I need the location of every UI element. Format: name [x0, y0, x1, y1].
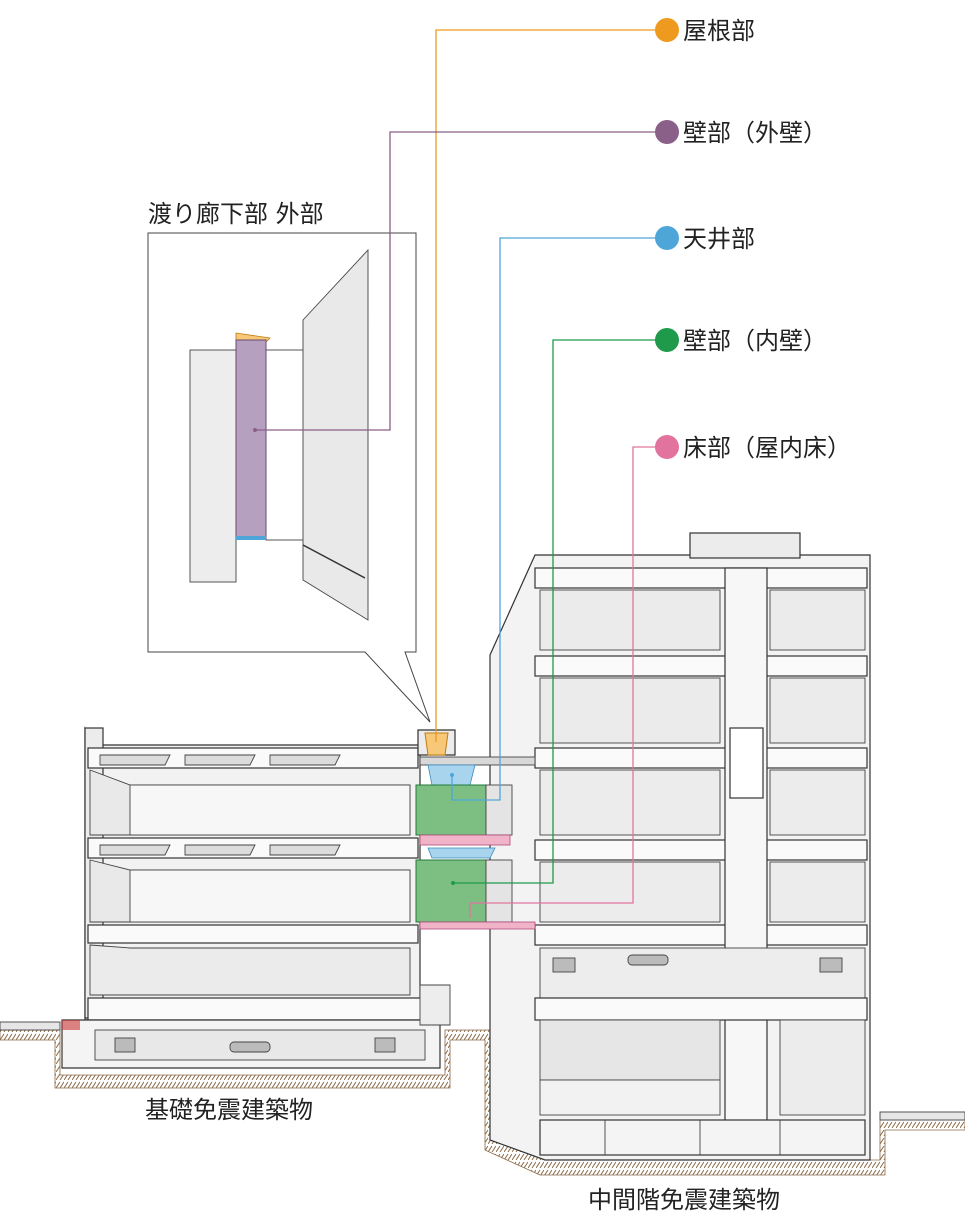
isolator-bearings [114, 1037, 396, 1053]
roof-part [424, 732, 449, 756]
mid-isolator-bearings [552, 954, 843, 973]
legend-dot-wall-inner [655, 328, 679, 352]
base-isolated-building [61, 726, 451, 1069]
legend-label-wall-outer: 壁部（外壁） [683, 119, 827, 147]
inset-outer-wall-part [235, 339, 267, 539]
legend: 屋根部 壁部（外壁） 天井部 壁部（内壁） 床部（屋内床） [655, 17, 851, 462]
leader-lines [253, 29, 667, 918]
legend-dot-wall-outer [655, 120, 679, 144]
legend-label-floor: 床部（屋内床） [683, 434, 851, 462]
inner-wall-part-lower [415, 859, 487, 923]
legend-item-roof: 屋根部 [655, 17, 755, 45]
legend-item-ceiling: 天井部 [655, 225, 755, 253]
base-isolated-label: 基礎免震建築物 [145, 1096, 313, 1124]
legend-item-floor: 床部（屋内床） [655, 434, 851, 462]
floor-part-upper [419, 834, 511, 846]
legend-label-wall-inner: 壁部（内壁） [683, 327, 827, 355]
legend-item-wall-inner: 壁部（内壁） [655, 327, 827, 355]
inset-callout [147, 232, 431, 723]
ceiling-leader [451, 237, 667, 801]
legend-label-ceiling: 天井部 [683, 225, 755, 253]
mid-isolated-building [489, 532, 871, 1161]
inner-wall-leader [453, 339, 667, 884]
mid-isolated-label: 中間階免震建築物 [588, 1186, 780, 1214]
floor-part-lower [419, 921, 536, 930]
roof-leader [435, 29, 667, 742]
ground [0, 1019, 965, 1176]
legend-item-wall-outer: 壁部（外壁） [655, 119, 827, 147]
inner-wall-part-upper [415, 784, 487, 836]
ceiling-part-lower [427, 847, 496, 859]
floor-leader [469, 446, 667, 918]
inset-title: 渡り廊下部 外部 [148, 200, 324, 228]
legend-label-roof: 屋根部 [683, 17, 755, 45]
legend-dot-roof [655, 18, 679, 42]
legend-dot-floor [655, 435, 679, 459]
legend-dot-ceiling [655, 226, 679, 250]
outer-wall-leader [255, 131, 667, 431]
